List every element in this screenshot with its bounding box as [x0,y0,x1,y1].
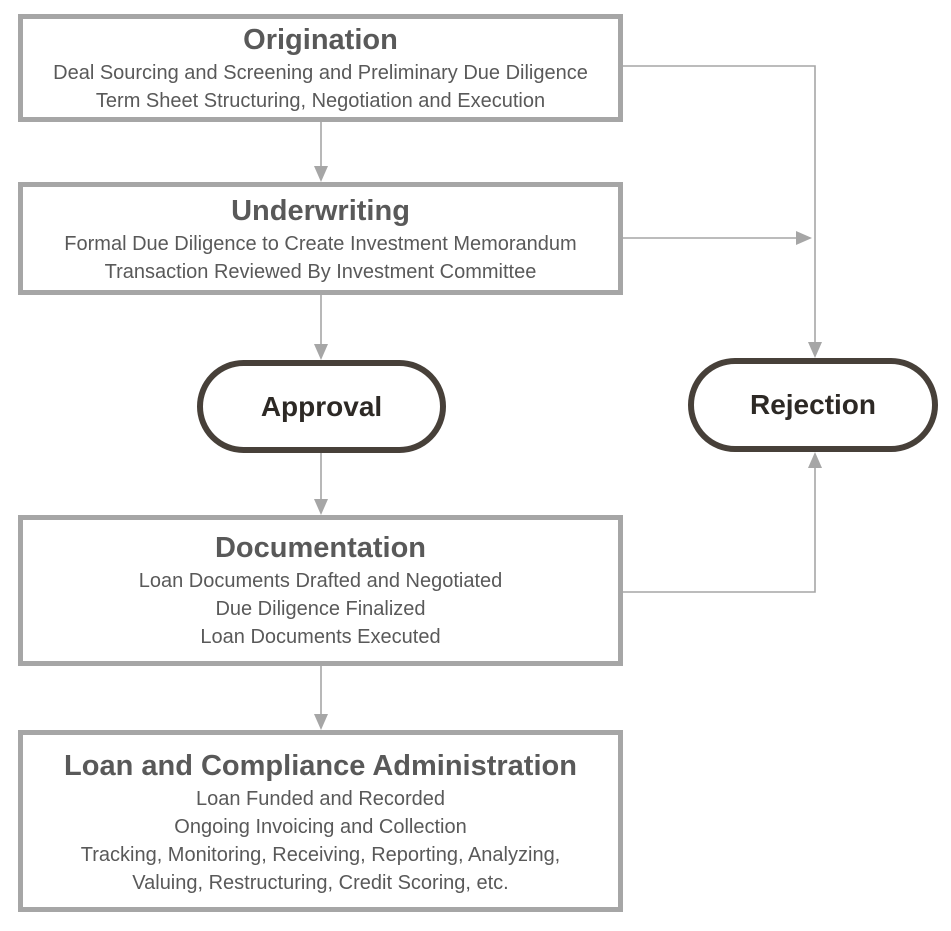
edge-documentation-rejection [623,452,822,593]
node-underwriting: Underwriting Formal Due Diligence to Cre… [18,182,623,295]
arrowhead-down-icon [314,166,328,182]
node-loan-admin: Loan and Compliance Administration Loan … [18,730,623,912]
node-rejection: Rejection [688,358,938,452]
edge-documentation-loan-admin [314,666,328,730]
edge-underwriting-rejection [623,231,812,245]
edge-underwriting-approval [314,295,328,360]
node-origination-title: Origination [243,24,398,56]
arrowhead-right-icon [796,231,812,245]
node-underwriting-line: Transaction Reviewed By Investment Commi… [104,261,537,283]
node-underwriting-title: Underwriting [231,195,410,227]
node-loan-admin-line: Loan Funded and Recorded [195,788,446,810]
node-underwriting-line: Formal Due Diligence to Create Investmen… [64,233,577,255]
node-documentation-title: Documentation [214,532,427,564]
edge-origination-rejection [623,65,822,358]
node-documentation-line: Due Diligence Finalized [215,598,426,620]
node-approval-label: Approval [260,390,383,422]
node-approval: Approval [197,360,446,453]
edge-origination-underwriting [314,122,328,182]
arrowhead-down-icon [808,342,822,358]
arrowhead-down-icon [314,499,328,515]
arrowhead-up-icon [808,452,822,468]
arrowhead-down-icon [314,344,328,360]
arrowhead-down-icon [314,714,328,730]
node-loan-admin-title: Loan and Compliance Administration [64,750,577,782]
node-documentation-line: Loan Documents Drafted and Negotiated [138,570,503,592]
edge-approval-documentation [314,453,328,515]
node-origination-line: Deal Sourcing and Screening and Prelimin… [53,62,588,84]
node-loan-admin-line: Ongoing Invoicing and Collection [174,816,467,838]
node-rejection-label: Rejection [749,389,877,420]
node-documentation-line: Loan Documents Executed [200,626,441,648]
node-origination: Origination Deal Sourcing and Screening … [18,14,623,122]
node-loan-admin-line: Tracking, Monitoring, Receiving, Reporti… [80,844,561,866]
node-documentation: Documentation Loan Documents Drafted and… [18,515,623,666]
node-loan-admin-line: Valuing, Restructuring, Credit Scoring, … [132,872,509,894]
node-origination-line: Term Sheet Structuring, Negotiation and … [95,90,546,112]
